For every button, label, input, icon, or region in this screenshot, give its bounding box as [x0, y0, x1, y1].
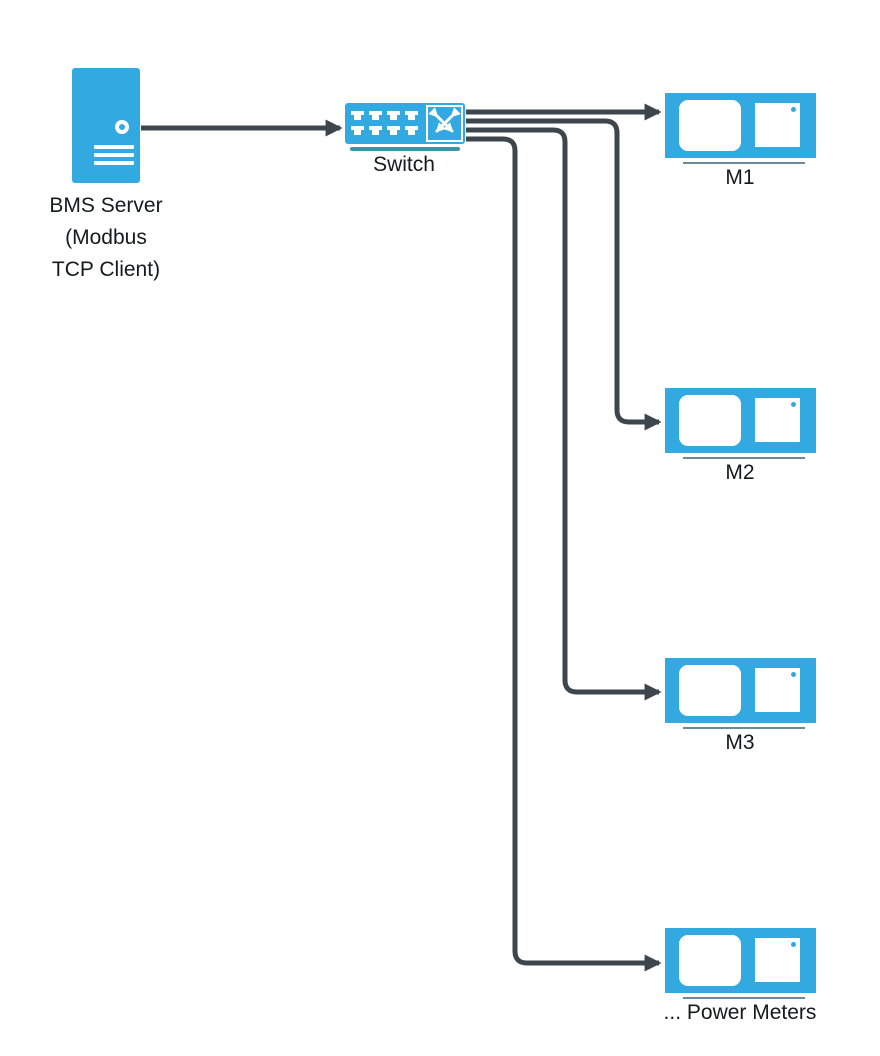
- meter-m1-label: M1: [725, 166, 755, 189]
- meter-screen: [755, 398, 800, 442]
- switch-label: Switch: [373, 153, 435, 176]
- server-vent-slot: [94, 153, 134, 157]
- meter-m3-icon: [665, 658, 816, 723]
- meter-underline: [683, 997, 805, 999]
- meter-display: [679, 665, 741, 716]
- server-power-button-icon: [115, 120, 129, 134]
- meter-power-meters-icon: [665, 928, 816, 993]
- bms-server-label-line: (Modbus: [65, 226, 147, 249]
- server-vent-slot: [94, 145, 134, 149]
- switch-port-icon: [405, 126, 418, 136]
- meter-screen: [755, 938, 800, 982]
- meter-m2-label: M2: [725, 461, 755, 484]
- meter-display: [679, 100, 741, 151]
- switch-icon: [345, 103, 465, 144]
- switch-port-icon: [369, 126, 382, 136]
- switch-crossover-icon: [426, 105, 463, 142]
- meter-m1-icon: [665, 93, 816, 158]
- meter-m2-icon: [665, 388, 816, 453]
- meter-underline: [683, 727, 805, 729]
- switch-underline: [350, 147, 460, 151]
- switch-port-icon: [369, 111, 382, 121]
- meter-indicator-dot: [791, 107, 796, 112]
- switch-port-icon: [351, 111, 364, 121]
- bms-server-icon: [72, 68, 140, 183]
- meter-screen: [755, 103, 800, 147]
- switch-port-icon: [351, 126, 364, 136]
- switch-port-icon: [387, 126, 400, 136]
- bms-server-label-line: BMS Server: [49, 194, 163, 217]
- meter-indicator-dot: [791, 942, 796, 947]
- edge-switch-to-power-meters: [466, 136, 662, 972]
- meter-underline: [683, 457, 805, 459]
- meter-display: [679, 395, 741, 446]
- meter-indicator-dot: [791, 402, 796, 407]
- meter-screen: [755, 668, 800, 712]
- meter-m3-label: M3: [725, 731, 755, 754]
- edge-switch-to-m3: [466, 127, 662, 701]
- meter-power-meters-label: ... Power Meters: [663, 1001, 817, 1024]
- edge-switch-to-m2: [466, 118, 662, 431]
- server-vent-slot: [94, 161, 134, 165]
- meter-display: [679, 935, 741, 986]
- meter-underline: [683, 162, 805, 164]
- switch-port-icon: [387, 111, 400, 121]
- meter-indicator-dot: [791, 672, 796, 677]
- bms-server-label-line: TCP Client): [51, 258, 161, 281]
- switch-port-icon: [405, 111, 418, 121]
- bms-server-label: BMS Server (Modbus TCP Client): [16, 190, 196, 286]
